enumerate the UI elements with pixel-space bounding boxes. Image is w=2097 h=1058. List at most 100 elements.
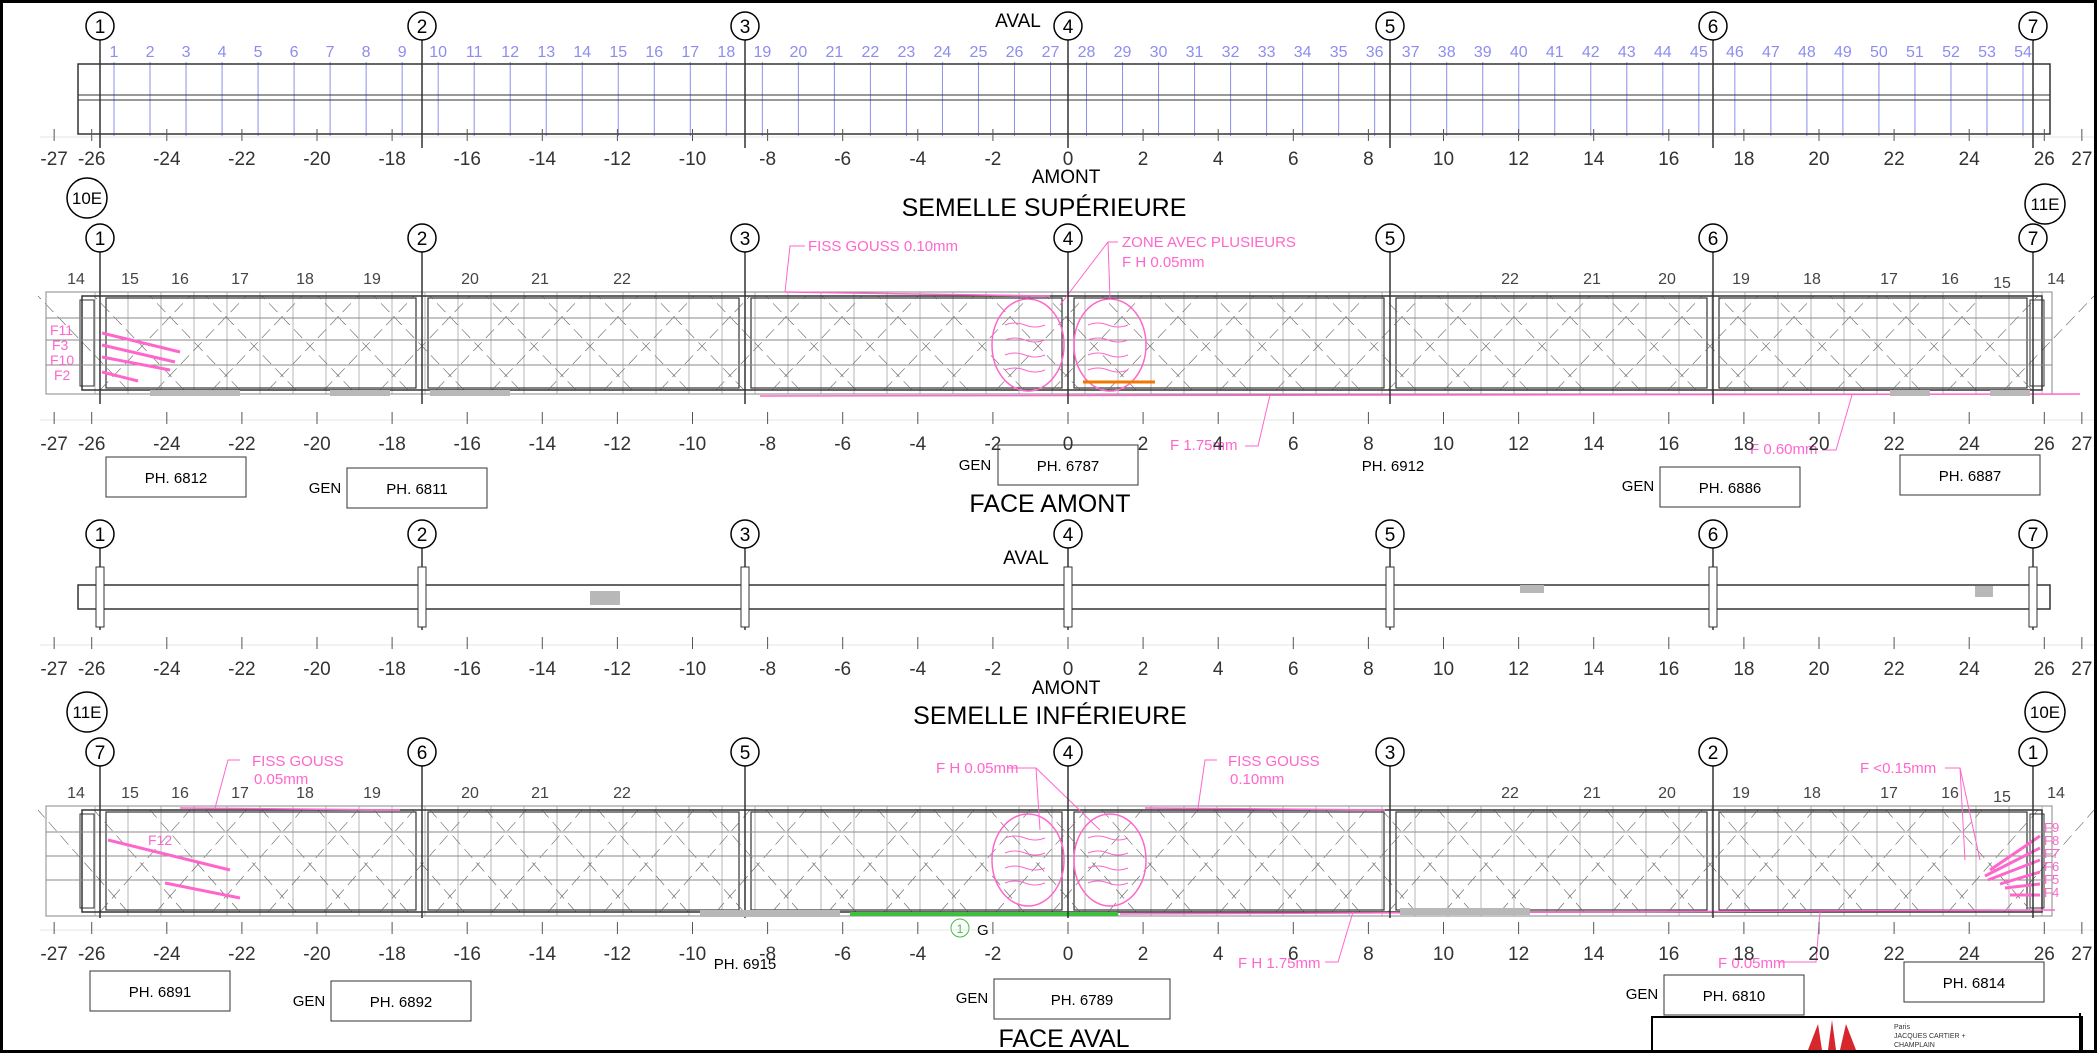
hatch-line — [1549, 809, 1641, 913]
diaphragm-number: 26 — [1006, 44, 1024, 61]
hatch-line — [1275, 809, 1367, 913]
segment-box — [105, 811, 417, 911]
end-axis-bubble — [66, 691, 108, 733]
axis-label: 6 — [1708, 229, 1719, 250]
hatch-line — [933, 295, 1025, 391]
photo-ref: PH. 6810 — [1703, 988, 1766, 1005]
defect-patch — [1975, 586, 1993, 597]
scale-label: -8 — [759, 434, 776, 455]
crack-lines — [1087, 835, 1129, 886]
photo-box — [105, 456, 247, 498]
stiffener-number: 18 — [296, 271, 314, 288]
crack-zone-ellipse — [1073, 813, 1147, 907]
scale-label: -16 — [453, 149, 480, 170]
hatch-line — [93, 809, 185, 913]
diaphragm-number: 45 — [1690, 44, 1708, 61]
scale-label: -4 — [909, 659, 926, 680]
hatch-line — [1331, 809, 1423, 913]
scale-label: 4 — [1213, 659, 1224, 680]
diaphragm-number: 41 — [1546, 44, 1564, 61]
scale-label: -12 — [604, 659, 631, 680]
axis-label: 3 — [740, 229, 751, 250]
hatch-line — [429, 809, 521, 913]
diaphragm-number: 28 — [1078, 44, 1096, 61]
scale-label: -26 — [78, 659, 105, 680]
hatch-line — [373, 809, 465, 913]
stiffener-number: 16 — [1941, 785, 1959, 802]
scale-label: -16 — [453, 434, 480, 455]
scale-label: 8 — [1363, 434, 1374, 455]
diaphragm-number: 36 — [1366, 44, 1384, 61]
hatch-line — [989, 295, 1081, 391]
end-axis-bubble — [2024, 691, 2066, 733]
hatch-line — [883, 295, 975, 391]
scale-label: 14 — [1583, 434, 1605, 455]
hatch-line — [827, 295, 919, 391]
scale-label: -27 — [40, 434, 67, 455]
hatch-line — [603, 295, 695, 391]
axis-bubble — [2018, 737, 2048, 767]
diaphragm-number: 2 — [146, 44, 155, 61]
hatch-line — [603, 809, 695, 913]
hatch-line — [1717, 809, 1809, 913]
axis-label: 5 — [1385, 17, 1396, 38]
stiffener-number: 15 — [121, 271, 139, 288]
axis-bubble — [407, 223, 437, 253]
axis-label: 3 — [740, 525, 751, 546]
stiffener-number: 19 — [1732, 785, 1750, 802]
hatch-line — [597, 809, 689, 913]
end-axis-label: 10E — [72, 189, 102, 208]
hatch-line — [1891, 295, 1983, 391]
diaphragm-number: 10 — [429, 44, 447, 61]
axis-label: 3 — [1385, 743, 1396, 764]
marker-g: G — [977, 922, 989, 939]
axis-bubble — [1053, 737, 1083, 767]
diaphragm-number: 9 — [398, 44, 407, 61]
hatch-line — [435, 809, 527, 913]
diaphragm-number: 18 — [717, 44, 735, 61]
axis-label: 5 — [1385, 229, 1396, 250]
axis-bubble — [2018, 11, 2048, 41]
scale-label: 4 — [1213, 149, 1224, 170]
scale-label: -26 — [78, 434, 105, 455]
hatch-line — [267, 295, 359, 391]
stiffener-number: 21 — [531, 785, 549, 802]
scale-label: 27 — [2071, 944, 2092, 965]
end-stiffener — [79, 299, 95, 387]
hatch-line — [1045, 809, 1137, 913]
photo-box — [1663, 974, 1805, 1016]
photo-ref: PH. 6886 — [1699, 480, 1762, 497]
scale-label: 10 — [1433, 149, 1454, 170]
scale-label: 24 — [1959, 434, 1981, 455]
axis-bubble — [85, 11, 115, 41]
diaphragm-number: 30 — [1150, 44, 1168, 61]
crack-zone-ellipse — [991, 813, 1065, 907]
hatch-line — [1941, 295, 2033, 391]
scale-label: -18 — [378, 944, 405, 965]
hatch-line — [715, 809, 807, 913]
end-stiffener — [79, 813, 95, 909]
photo-ref: PH. 6892 — [370, 994, 433, 1011]
hatch-line — [1555, 809, 1647, 913]
hatch-line — [1045, 295, 1137, 391]
hatch-line — [1213, 295, 1305, 391]
defect-patch — [1990, 390, 2030, 396]
hatch-line — [155, 295, 247, 391]
diaphragm-number: 37 — [1402, 44, 1420, 61]
hatch-line — [1269, 809, 1361, 913]
scale-label: -16 — [453, 944, 480, 965]
hatch-line — [149, 295, 241, 391]
scale-label: 20 — [1808, 149, 1829, 170]
axis-bubble — [85, 519, 115, 549]
scale-label: 0 — [1063, 149, 1074, 170]
scale-label: -14 — [529, 149, 557, 170]
scale-label: 10 — [1433, 659, 1454, 680]
scale-label: 12 — [1508, 659, 1529, 680]
hatch-line — [1885, 809, 1977, 913]
hatch-line — [933, 809, 1025, 913]
hatch-line — [1661, 295, 1753, 391]
defect-patch — [1520, 585, 1544, 593]
top-flange-outline — [77, 63, 2051, 135]
hatch-line — [709, 295, 801, 391]
